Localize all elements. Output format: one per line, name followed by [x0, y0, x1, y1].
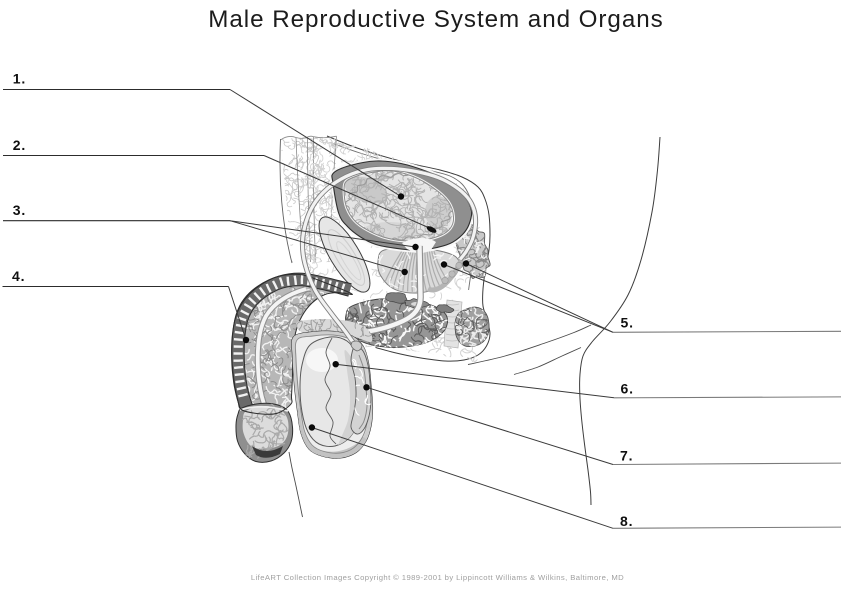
svg-text:3.: 3.	[13, 202, 26, 218]
svg-text:2.: 2.	[13, 137, 26, 153]
svg-text:8.: 8.	[620, 513, 633, 529]
svg-text:7.: 7.	[620, 448, 633, 464]
svg-text:Male Reproductive System and O: Male Reproductive System and Organs	[208, 6, 663, 33]
svg-text:4.: 4.	[12, 268, 25, 284]
svg-text:6.: 6.	[621, 381, 634, 397]
svg-text:LifeART Collection Images Copy: LifeART Collection Images Copyright © 19…	[251, 573, 624, 582]
svg-text:1.: 1.	[13, 71, 26, 87]
svg-text:5.: 5.	[621, 315, 634, 331]
